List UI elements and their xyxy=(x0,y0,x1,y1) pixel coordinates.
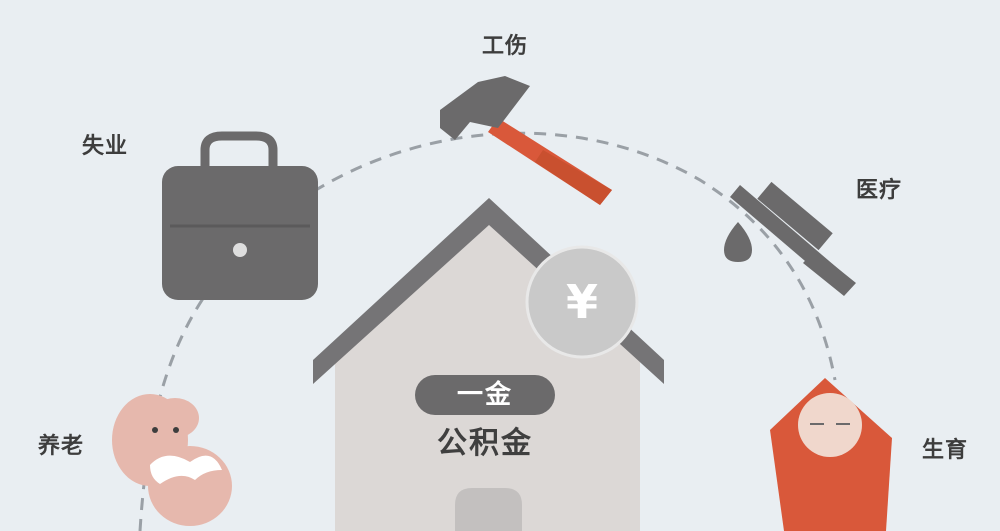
house-tag-badge: 一金 xyxy=(415,375,555,415)
syringe-icon xyxy=(724,181,856,296)
house-graphic xyxy=(313,198,664,531)
dashed-arc xyxy=(138,131,837,531)
coin-yen-symbol: ¥ xyxy=(565,275,598,329)
hammer-icon xyxy=(440,76,612,205)
label-maternity: 生育 xyxy=(922,438,969,463)
label-medical: 医疗 xyxy=(856,178,903,203)
house-title: 公积金 xyxy=(437,426,533,461)
briefcase-icon xyxy=(162,131,318,300)
baby-icon xyxy=(770,378,892,531)
elderly-face-icon xyxy=(112,394,232,526)
label-work-injury: 工伤 xyxy=(482,34,529,59)
coin-graphic xyxy=(525,245,639,359)
label-unemployment: 失业 xyxy=(82,134,129,159)
label-pension: 养老 xyxy=(38,434,85,459)
